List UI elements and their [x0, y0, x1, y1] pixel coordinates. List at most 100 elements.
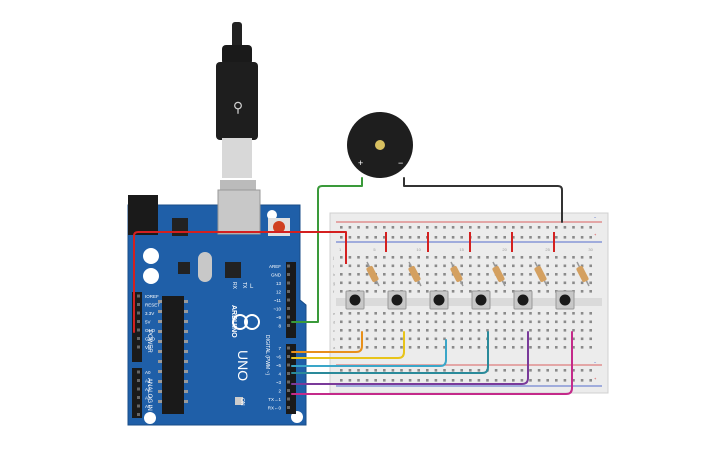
rail-minus-bottom: −	[594, 360, 597, 365]
arduino-board: ARDUINO UNO POWER ANALOG IN DIGITAL (PWM…	[127, 189, 307, 426]
power-pin-hole-5	[137, 337, 140, 340]
digital-pin-bottom-1: ~6	[276, 355, 282, 360]
wire-pin2-magenta	[291, 331, 573, 395]
bb-row-bottom-b: b	[333, 337, 336, 342]
resistor-4	[492, 261, 506, 287]
bb-row-top-j: j	[332, 255, 334, 260]
digital-pin-bottom-3: 4	[278, 372, 281, 377]
digital-pin-top-0: AREF	[269, 264, 281, 269]
digital-pin-top-hole-4	[287, 298, 290, 302]
analog-pin-5: A5	[145, 413, 151, 418]
power-pin-hole-1	[137, 303, 140, 306]
buzzer-plus: +	[358, 158, 363, 168]
power-pin-hole-3	[137, 320, 140, 323]
bb-col-5: 5	[373, 247, 376, 252]
resistor-1	[366, 261, 380, 287]
wire-pin3-purple	[291, 331, 529, 385]
bb-row-bottom-e: e	[333, 311, 336, 316]
push-button-4[interactable]	[471, 290, 491, 310]
wire-5v-red	[133, 231, 347, 333]
digital-pin-top-hole-0	[287, 264, 290, 268]
digital-pin-bottom-hole-1	[287, 355, 290, 358]
wire-pin7-orange	[291, 331, 363, 353]
usb-cable: ⚲	[216, 22, 258, 190]
power-pin-hole-0	[137, 294, 140, 298]
l-led-label: L	[250, 284, 254, 290]
power-pin-1: RESET	[145, 303, 160, 308]
analog-pin-hole-1	[137, 379, 140, 382]
push-button-5[interactable]	[513, 290, 533, 310]
analog-pin-1: A1	[145, 379, 151, 384]
digital-pin-bottom-hole-3	[287, 372, 290, 375]
usb-icon: ⚲	[233, 99, 243, 115]
bb-col-10: 10	[416, 247, 421, 252]
bb-row-bottom-a: a	[333, 345, 336, 350]
bb-col-20: 20	[502, 247, 507, 252]
digital-pin-bottom-hole-4	[287, 380, 290, 384]
analog-pin-4: A4	[145, 404, 151, 409]
wire-pin4-teal	[291, 331, 489, 374]
digital-pin-top-5: ~10	[273, 307, 281, 312]
digital-pin-top-hole-6	[287, 315, 290, 319]
digital-pin-top-hole-2	[287, 281, 290, 285]
power-pin-hole-4	[137, 328, 140, 332]
rail-minus-top: −	[594, 215, 597, 220]
power-pin-2: 3.3V	[145, 311, 154, 316]
breadboard-holes	[340, 226, 592, 382]
digital-pin-top-3: 12	[276, 290, 282, 295]
bb-col-15: 15	[459, 247, 464, 252]
push-button-1[interactable]	[345, 290, 365, 310]
digital-pin-bottom-hole-2	[287, 363, 290, 367]
analog-pin-3: A3	[145, 396, 151, 401]
breadboard-red-jumpers	[345, 232, 555, 264]
power-pin-0: IOREF	[145, 294, 159, 299]
analog-pin-hole-0	[137, 370, 140, 374]
bb-col-25: 25	[545, 247, 550, 252]
digital-pin-bottom-5: 2	[278, 389, 281, 394]
digital-pin-bottom-7: RX←0	[268, 406, 282, 411]
digital-pin-top-hole-5	[287, 307, 290, 310]
analog-pin-2: A2	[145, 387, 151, 392]
digital-pin-top-4: ~11	[274, 298, 282, 303]
digital-pin-bottom-6: TX→1	[268, 397, 281, 402]
on-led-label: ON	[239, 398, 245, 406]
power-pin-6: Vin	[145, 345, 152, 350]
analog-pin-hole-3	[137, 396, 140, 399]
piezo-buzzer: + −	[347, 112, 413, 178]
wire-buzzer-minus-black	[403, 177, 563, 223]
bb-row-top-f: f	[333, 289, 335, 294]
digital-pin-top-6: ~9	[276, 315, 282, 320]
resistor-5	[534, 261, 548, 287]
arduino-logo	[232, 314, 260, 330]
rail-plus-bottom: +	[594, 376, 597, 381]
bb-row-top-g: g	[333, 281, 335, 286]
bb-col-1: 1	[339, 247, 342, 252]
analog-pin-hole-2	[137, 387, 140, 391]
resistor-6	[576, 261, 590, 287]
digital-pin-bottom-hole-0	[287, 346, 290, 350]
tx-led-label: TX	[241, 282, 247, 289]
push-button-6[interactable]	[555, 290, 575, 310]
digital-pin-bottom-hole-5	[287, 389, 290, 392]
bb-col-30: 30	[588, 247, 593, 252]
bb-row-top-i: i	[333, 264, 334, 269]
analog-pin-0: A0	[145, 370, 151, 375]
push-button-2[interactable]	[387, 290, 407, 310]
digital-pin-bottom-hole-6	[287, 397, 290, 401]
digital-pin-top-2: 13	[276, 281, 282, 286]
wire-pin5-cyan	[291, 339, 447, 367]
power-pin-hole-2	[137, 311, 140, 315]
wire-pin6-yellow	[291, 331, 405, 359]
power-pin-4: GND	[145, 328, 156, 333]
board-model: UNO	[235, 350, 251, 381]
rail-plus-top: +	[594, 232, 597, 237]
analog-pin-hole-4	[137, 404, 140, 408]
board-brand: ARDUINO	[230, 305, 237, 338]
rx-led-label: RX	[231, 282, 237, 290]
digital-pin-top-7: 8	[278, 324, 281, 329]
digital-pin-bottom-0: 7	[278, 346, 281, 351]
power-section-label: POWER	[146, 330, 152, 353]
digital-section-label: DIGITAL (PWM ~)	[264, 335, 270, 375]
push-button-3[interactable]	[429, 290, 449, 310]
digital-pin-top-hole-7	[287, 324, 290, 327]
